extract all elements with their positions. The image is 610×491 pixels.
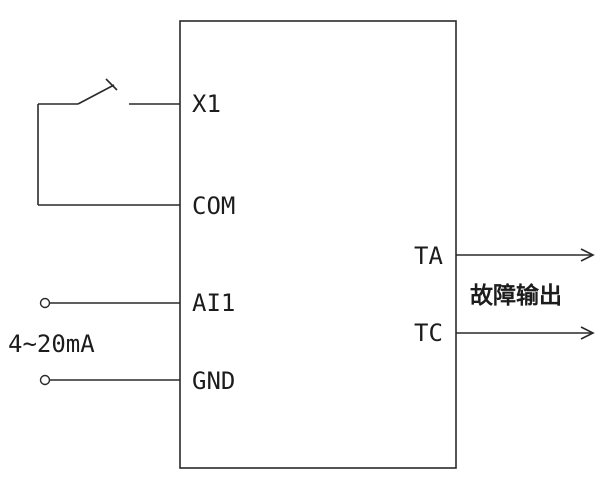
ta-arrowhead-icon	[580, 248, 595, 262]
fault-output-label: 故障输出	[470, 282, 562, 308]
tc-arrowhead-icon	[580, 326, 595, 340]
device-box	[179, 20, 457, 469]
gnd-terminal-circle	[39, 374, 51, 386]
terminal-label-com: COM	[192, 192, 235, 220]
terminal-label-ta: TA	[414, 242, 443, 270]
terminal-label-tc: TC	[414, 319, 443, 347]
analog-input-label: 4~20mA	[8, 330, 95, 358]
terminal-label-gnd: GND	[192, 367, 235, 395]
terminal-label-x1: X1	[192, 90, 221, 118]
switch-tick	[105, 78, 118, 91]
terminal-label-ai1: AI1	[192, 289, 235, 317]
switch-blade	[77, 84, 115, 105]
ai1-terminal-circle	[39, 297, 51, 309]
